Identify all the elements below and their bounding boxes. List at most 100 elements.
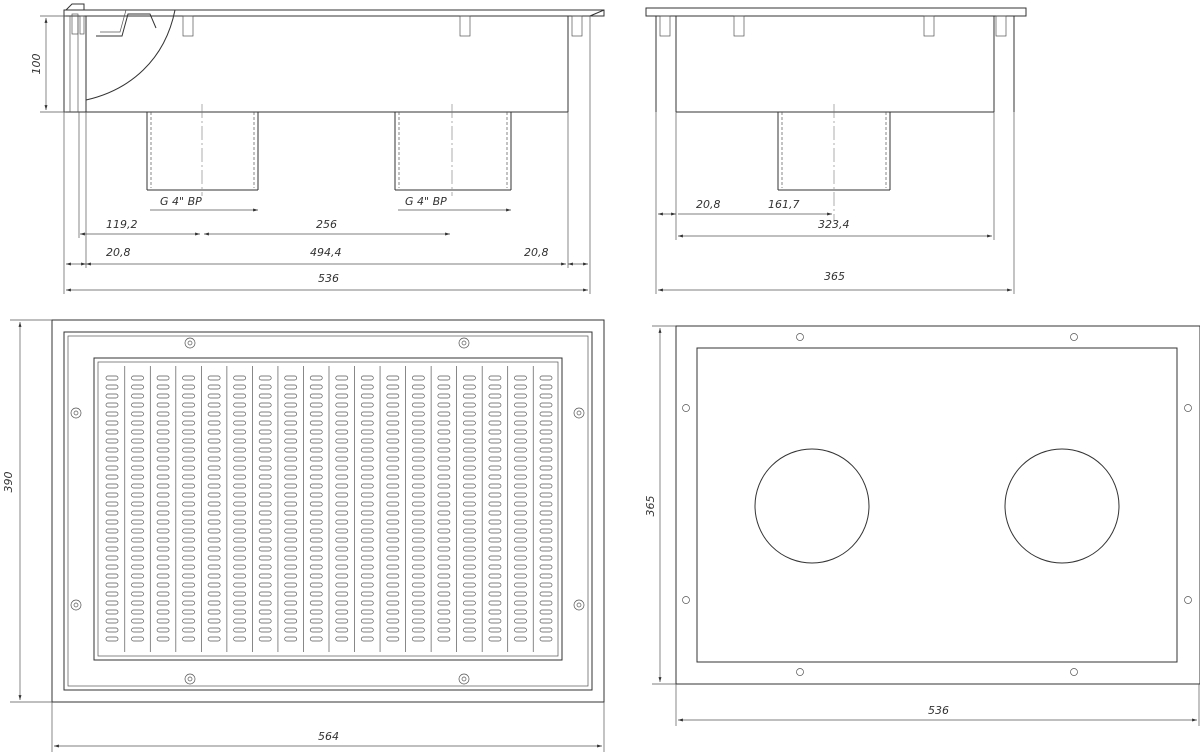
- grate-slot: [437, 573, 451, 579]
- grate-slot: [284, 402, 298, 408]
- grate-slot: [131, 375, 144, 381]
- grate-slot: [488, 393, 502, 399]
- dim-front-total: 536: [66, 272, 588, 292]
- grate-slot: [386, 582, 400, 588]
- grate-slot: [514, 591, 527, 597]
- grate-slot: [412, 510, 425, 516]
- grate-outer-frame: [51, 319, 605, 703]
- grate-slot: [463, 429, 476, 435]
- grate-slot: [182, 618, 195, 624]
- grate-slot: [539, 510, 553, 516]
- grate-slot: [463, 618, 476, 624]
- grate-slot: [284, 456, 298, 462]
- front-section-view: G 4" BP G 4" BP 100 119,2 256 20: [30, 3, 605, 294]
- grate-slot: [131, 492, 144, 498]
- grate-slot: [105, 555, 119, 561]
- grate-slot: [514, 573, 527, 579]
- grate-slot: [539, 591, 553, 597]
- grate-slot: [207, 555, 221, 561]
- grate-slot: [131, 474, 144, 480]
- grate-slot: [182, 456, 195, 462]
- grate-slot: [156, 591, 170, 597]
- grate-slot: [207, 474, 221, 480]
- grate-slot: [284, 636, 298, 642]
- dim-text-edge-right: 20,8: [524, 246, 549, 259]
- grate-slot: [539, 627, 553, 633]
- grate-slot: [207, 492, 221, 498]
- grate-slot: [335, 402, 349, 408]
- grate-slot: [309, 420, 323, 426]
- grate-slot: [488, 384, 502, 390]
- grate-slot: [488, 492, 502, 498]
- grate-slot: [335, 546, 349, 552]
- thread-label-right: G 4" BP: [405, 195, 447, 208]
- grate-slot: [539, 609, 553, 615]
- grate-slot: [488, 402, 502, 408]
- grate-slot: [284, 528, 298, 534]
- grate-slot: [309, 402, 323, 408]
- grate-slot: [335, 555, 349, 561]
- grate-slot: [412, 627, 425, 633]
- grate-slot: [412, 636, 425, 642]
- grate-slot: [463, 393, 476, 399]
- grate-slot: [360, 402, 374, 408]
- grate-slot: [284, 618, 298, 624]
- grate-slot: [284, 627, 298, 633]
- grate-slot: [386, 609, 400, 615]
- dim-front-spacing: 119,2 256: [80, 218, 450, 236]
- grate-slot: [360, 627, 374, 633]
- grate-slot: [437, 501, 451, 507]
- grate-slot: [284, 600, 298, 606]
- grate-slot: [539, 600, 553, 606]
- grate-slot: [463, 465, 476, 471]
- grate-slot: [258, 483, 272, 489]
- grate-slot: [386, 393, 400, 399]
- grate-slot: [207, 375, 221, 381]
- grate-slot: [182, 465, 195, 471]
- dim-side-total: 365: [658, 270, 1012, 292]
- grate-slot: [182, 420, 195, 426]
- grate-slot: [258, 519, 272, 525]
- grate-slot: [360, 384, 374, 390]
- grate-slot: [539, 429, 553, 435]
- grate-slot: [360, 483, 374, 489]
- dim-grate-height: 390: [2, 322, 22, 700]
- grate-slot: [309, 438, 323, 444]
- grate-slot: [437, 582, 451, 588]
- grate-slot: [463, 501, 476, 507]
- grate-slot: [156, 501, 170, 507]
- grate-slot: [386, 447, 400, 453]
- grate-slot: [335, 492, 349, 498]
- mounting-hole: [458, 337, 470, 349]
- grate-slot: [437, 474, 451, 480]
- grate-slot: [156, 420, 170, 426]
- grate-slot: [233, 411, 246, 417]
- grate-slot: [437, 402, 451, 408]
- grate-slot: [182, 519, 195, 525]
- grate-slot: [309, 528, 323, 534]
- grate-slot: [514, 456, 527, 462]
- grate-slot: [309, 384, 323, 390]
- grate-slot: [488, 519, 502, 525]
- grate-slot: [386, 429, 400, 435]
- grate-slot: [488, 429, 502, 435]
- grate-slot: [233, 438, 246, 444]
- grate-slot: [284, 591, 298, 597]
- grate-slot: [309, 501, 323, 507]
- grate-slot: [233, 492, 246, 498]
- grate-slot: [514, 483, 527, 489]
- dim-front-inner: 20,8 494,4 20,8: [66, 246, 588, 266]
- grate-slot: [105, 483, 119, 489]
- grate-slot: [182, 384, 195, 390]
- grate-slot: [258, 438, 272, 444]
- grate-slot: [539, 474, 553, 480]
- grate-slot: [156, 609, 170, 615]
- grate-slot: [488, 627, 502, 633]
- grate-slot: [233, 384, 246, 390]
- grate-slot: [360, 600, 374, 606]
- grate-slot: [233, 528, 246, 534]
- grate-slot: [335, 510, 349, 516]
- mounting-hole: [184, 337, 196, 349]
- grate-slot: [131, 393, 144, 399]
- grate-slot: [463, 420, 476, 426]
